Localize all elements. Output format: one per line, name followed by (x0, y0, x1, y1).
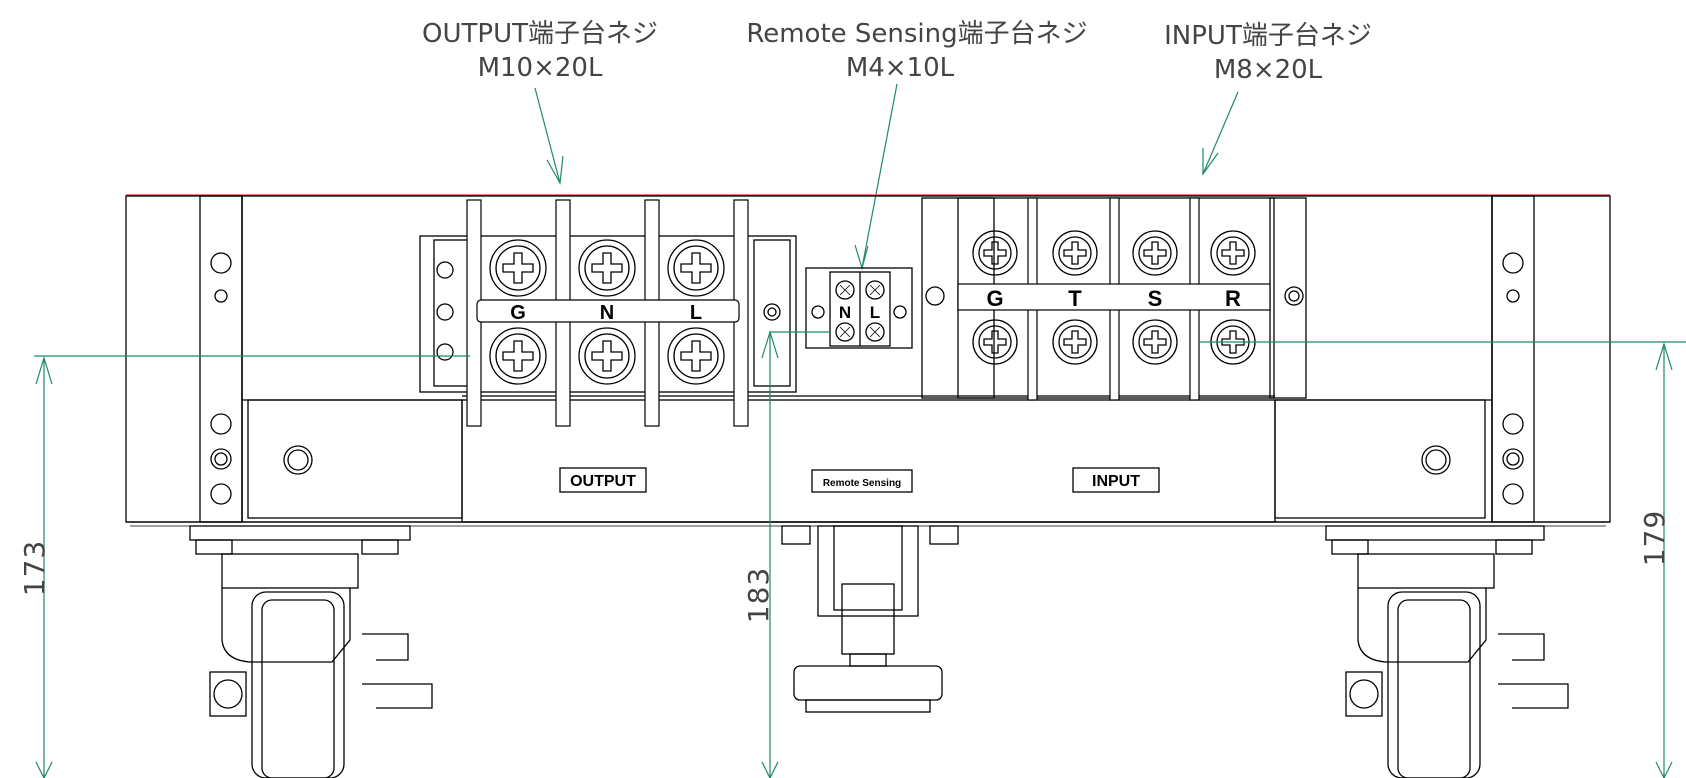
input-terminal-block: G T S R (921, 197, 1307, 401)
input-label-strip (957, 283, 1271, 311)
screw-icon (1052, 319, 1098, 365)
dimension-left: 173 (18, 355, 470, 778)
panel-labels: OUTPUT Remote Sensing INPUT (559, 467, 1160, 493)
mount-hole-icon (210, 448, 232, 470)
screw-icon (1132, 230, 1178, 276)
right-rail (1491, 195, 1535, 523)
input-screws (972, 230, 1256, 365)
screw-icon (1132, 319, 1178, 365)
screw-icon (972, 230, 1018, 276)
mount-hole-icon (210, 252, 232, 274)
mount-hole-icon (210, 413, 232, 435)
right-caster (1325, 525, 1569, 778)
mount-hole-icon (214, 289, 228, 303)
mount-hole-icon (1506, 289, 1520, 303)
input-terminal-label: S (1148, 286, 1163, 311)
caster-wheel (251, 591, 345, 778)
adjuster-foot (781, 525, 959, 713)
remote-terminal-label: L (870, 303, 880, 322)
output-label-strip (476, 299, 740, 323)
dimension-right: 179 (1200, 341, 1686, 778)
left-rail (199, 195, 243, 523)
leader-remote (861, 83, 898, 269)
mount-hole-icon (1502, 252, 1524, 274)
dimension-center: 183 (742, 329, 830, 778)
mount-hole-icon (1502, 413, 1524, 435)
remote-screws (835, 280, 885, 342)
output-block-base (419, 235, 797, 393)
remote-block-base (805, 267, 913, 349)
remote-label-box (811, 469, 913, 493)
output-label: OUTPUT (570, 473, 636, 490)
screw-icon (1052, 230, 1098, 276)
left-caster (189, 525, 433, 778)
arrowhead-output (546, 155, 564, 185)
screw-icon (489, 239, 547, 297)
callout-remote: Remote Sensing端子台ネジ M4×10L (746, 19, 1087, 83)
leader-output (534, 87, 561, 184)
callout-remote-line2: M4×10L (846, 53, 955, 83)
chassis (125, 194, 1611, 527)
input-terminal-label: G (986, 286, 1003, 311)
leader-input (1202, 91, 1239, 175)
callout-output-line1: OUTPUT端子台ネジ (422, 19, 658, 49)
output-label-box (559, 467, 647, 493)
output-terminal-label: G (510, 302, 526, 324)
input-block-base (921, 197, 1275, 399)
input-label-box (1072, 467, 1160, 493)
left-side-panel (125, 195, 243, 523)
callout-remote-line1: Remote Sensing端子台ネジ (746, 19, 1087, 49)
dimension-right-value: 179 (1638, 510, 1671, 566)
remote-label: Remote Sensing (823, 478, 901, 489)
right-side-panel (1491, 195, 1611, 523)
input-terminal-label: R (1225, 286, 1241, 311)
callout-output: OUTPUT端子台ネジ M10×20L (422, 19, 658, 83)
screw-icon (835, 322, 855, 342)
screw-icon (578, 327, 636, 385)
screw-icon (667, 239, 725, 297)
left-lower-plate (247, 399, 463, 519)
input-terminal-label: T (1068, 286, 1082, 311)
mount-hole-icon (214, 452, 228, 466)
mount-hole-icon (1502, 448, 1524, 470)
remote-terminal-block: N L (805, 267, 913, 349)
mount-hole-icon (1502, 483, 1524, 505)
output-screws (489, 239, 725, 385)
dimension-center-value: 183 (742, 567, 775, 623)
screw-icon (865, 280, 885, 300)
arrowhead-input (1202, 148, 1219, 176)
screw-hole-icon (1421, 445, 1451, 475)
output-terminal-block: G N L (419, 199, 797, 427)
screw-icon (489, 327, 547, 385)
leader-arrows (534, 83, 1239, 271)
remote-terminal-label: N (839, 303, 851, 322)
callout-input: INPUT端子台ネジ M8×20L (1164, 21, 1372, 85)
screw-icon (1210, 230, 1256, 276)
caster-wheel (1387, 591, 1481, 778)
input-label: INPUT (1092, 473, 1140, 490)
screw-icon (578, 239, 636, 297)
label-band (461, 399, 1276, 523)
callout-input-line2: M8×20L (1214, 55, 1323, 85)
screw-icon (865, 322, 885, 342)
output-terminal-label: N (600, 302, 614, 324)
screw-icon (835, 280, 855, 300)
right-lower-plate (1274, 399, 1486, 519)
screw-hole-icon (763, 303, 781, 321)
mount-hole-icon (210, 483, 232, 505)
screw-hole-icon (1284, 286, 1304, 306)
mount-hole-icon (1506, 452, 1520, 466)
callout-output-line2: M10×20L (478, 53, 603, 83)
dimension-left-value: 173 (18, 540, 51, 596)
screw-icon (972, 319, 1018, 365)
output-terminal-label: L (690, 302, 702, 324)
screw-icon (667, 327, 725, 385)
callout-input-line1: INPUT端子台ネジ (1164, 21, 1372, 51)
screw-hole-icon (283, 445, 313, 475)
